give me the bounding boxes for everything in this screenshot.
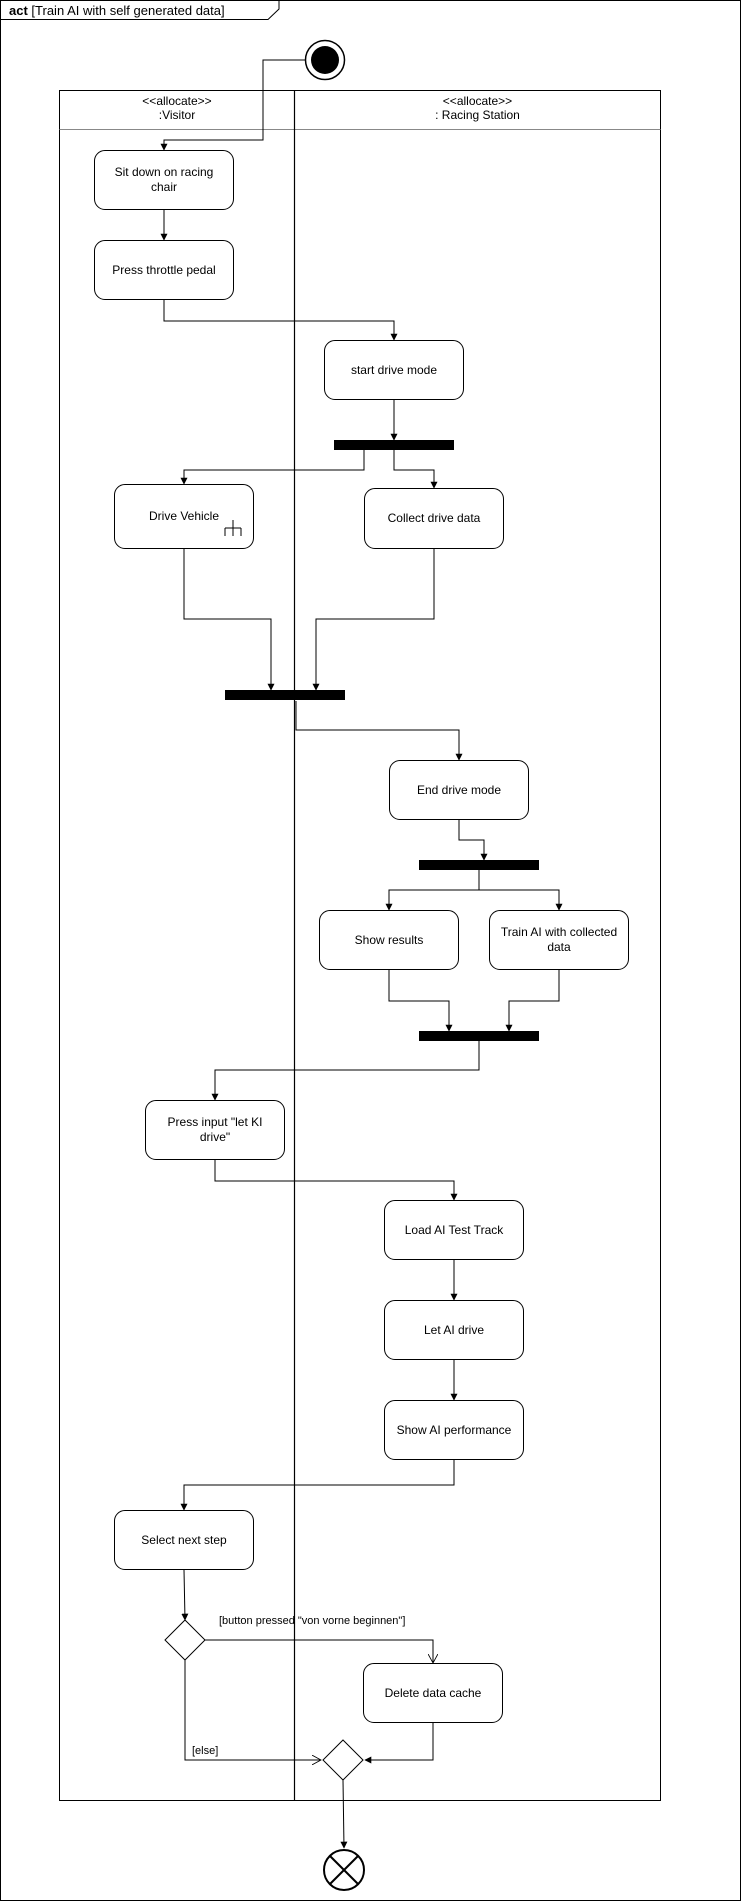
flow-fork-to-train	[479, 889, 563, 911]
lane-name: :Visitor	[158, 108, 196, 122]
flow-join-to-end	[295, 701, 463, 761]
swimlane-container	[59, 90, 661, 1801]
flow-join-to-press-input	[211, 1040, 480, 1101]
flow-fork-to-drive	[180, 450, 365, 485]
action-press-input-let-ki-drive[interactable]: Press input "let KI drive"	[145, 1100, 285, 1160]
flow-show-to-select	[180, 1460, 455, 1511]
flow-merge-to-final	[340, 1779, 348, 1849]
action-sit-down[interactable]: Sit down on racing chair	[94, 150, 234, 210]
action-delete-data-cache[interactable]: Delete data cache	[363, 1663, 503, 1723]
action-train-ai[interactable]: Train AI with collected data	[489, 910, 629, 970]
flow-select-to-decision	[181, 1569, 189, 1621]
guard-restart: [button pressed "von vorne beginnen"]	[219, 1615, 406, 1627]
action-press-throttle[interactable]: Press throttle pedal	[94, 240, 234, 300]
initial-node-icon	[304, 39, 346, 81]
action-show-ai-performance[interactable]: Show AI performance	[384, 1400, 524, 1460]
fork-bar-results	[419, 860, 539, 870]
call-behavior-rake-icon	[224, 520, 242, 536]
flow-press-input-to-load	[214, 1160, 458, 1201]
flow-fork-to-collect	[393, 450, 438, 489]
flow-delete-to-merge	[364, 1723, 434, 1764]
frame-keyword: act	[9, 3, 28, 18]
decision-node	[164, 1619, 206, 1661]
join-bar-drive	[225, 690, 345, 700]
fork-bar-drive	[334, 440, 454, 450]
flow-drive-to-join	[183, 549, 275, 691]
frame-title: act [Train AI with self generated data]	[9, 3, 225, 18]
action-end-drive-mode[interactable]: End drive mode	[389, 760, 529, 820]
flow-results-to-join	[388, 970, 453, 1032]
merge-node	[322, 1739, 364, 1781]
action-let-ai-drive[interactable]: Let AI drive	[384, 1300, 524, 1360]
flow-decision-to-delete	[205, 1639, 433, 1663]
lane-stereotype: <<allocate>>	[142, 94, 212, 108]
action-select-next-step[interactable]: Select next step	[114, 1510, 254, 1570]
frame-name: [Train AI with self generated data]	[31, 3, 225, 18]
flow-end-to-fork	[458, 820, 488, 861]
flow-press-to-start	[163, 300, 398, 341]
action-start-drive-mode[interactable]: start drive mode	[324, 340, 464, 400]
lane-stereotype: <<allocate>>	[442, 94, 513, 108]
lane-name: : Racing Station	[435, 108, 520, 122]
flow-decision-else-to-merge	[184, 1660, 321, 1760]
flow-train-to-join	[505, 970, 560, 1032]
action-drive-vehicle[interactable]: Drive Vehicle	[114, 484, 254, 549]
flow-collect-to-join	[312, 549, 435, 691]
lane-header-racing-station: <<allocate>> : Racing Station	[295, 94, 660, 122]
flow-initial-to-sit	[160, 59, 305, 151]
frame-name-tab	[0, 0, 280, 20]
action-collect-drive-data[interactable]: Collect drive data	[364, 488, 504, 549]
lane-header-visitor: <<allocate>> :Visitor	[60, 94, 294, 122]
guard-else: [else]	[192, 1745, 219, 1757]
action-show-results[interactable]: Show results	[319, 910, 459, 970]
action-load-ai-test-track[interactable]: Load AI Test Track	[384, 1200, 524, 1260]
flow-fork-to-results	[385, 870, 480, 911]
activity-final-icon	[323, 1849, 365, 1891]
join-bar-results	[419, 1031, 539, 1041]
